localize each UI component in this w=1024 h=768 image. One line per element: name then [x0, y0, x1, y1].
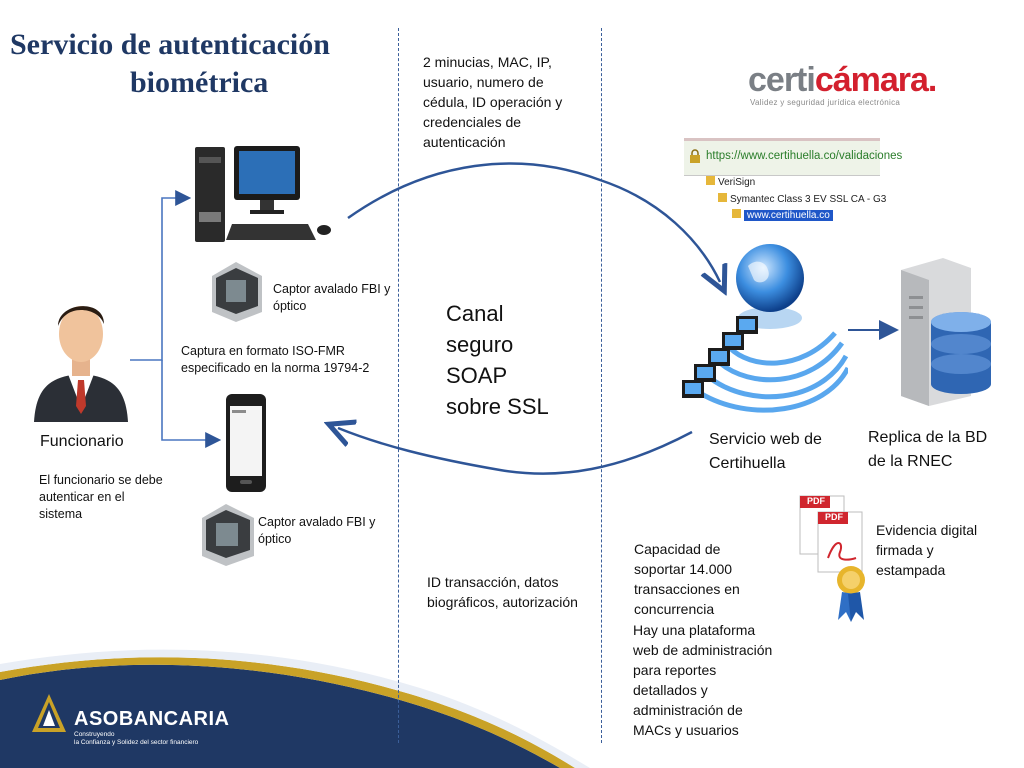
cert-icon — [706, 176, 715, 185]
captor-top-label: Captor avalado FBI y óptico — [273, 281, 390, 315]
label-line: Certihuella — [709, 455, 786, 472]
label-line: Replica de la BD — [868, 429, 988, 446]
page-title: Servicio de autenticación biométrica — [10, 26, 330, 102]
label-line: sistema — [39, 507, 83, 521]
label-line: Captor avalado FBI y — [258, 515, 376, 529]
label-line: soportar 14.000 — [634, 561, 733, 577]
label-line: MACs y usuarios — [633, 722, 739, 738]
label-line: biográficos, autorización — [427, 594, 578, 610]
pdf-badge-1: PDF — [807, 496, 825, 506]
separator-left — [398, 28, 399, 743]
cert-item-2: Symantec Class 3 EV SSL CA - G3 — [718, 193, 886, 205]
request-note: 2 minucias, MAC, IP, usuario, numero de … — [423, 52, 562, 152]
cert-icon — [732, 209, 741, 218]
cert-item-3: www.certihuella.co — [732, 209, 886, 221]
brand-name: ASOBANCARIA — [74, 708, 230, 730]
label-line: óptico — [273, 299, 307, 313]
label-line: web de administración — [633, 642, 773, 658]
label-line: seguro — [446, 332, 514, 357]
logo-part-2: cámara. — [814, 61, 938, 99]
label-line: El funcionario se debe — [39, 473, 163, 487]
url-text: https://www.certihuella.co/validaciones — [706, 150, 903, 162]
cert-chain: VeriSign Symantec Class 3 EV SSL CA - G3… — [706, 176, 886, 221]
brand-tagline-1: Construyendo — [74, 731, 115, 738]
label-line: detallados y — [633, 682, 708, 698]
label-line: ID transacción, datos — [427, 574, 559, 590]
label-line: óptico — [258, 532, 292, 546]
funcionario-label: Funcionario — [40, 433, 124, 450]
evidencia-label: Evidencia digital firmada y estampada — [876, 520, 977, 580]
browser-url-bar: https://www.certihuella.co/validaciones — [684, 138, 902, 176]
label-line: SOAP — [446, 363, 508, 388]
captura-label: Captura en formato ISO-FMR especificado … — [181, 343, 369, 377]
cert-label: Symantec Class 3 EV SSL CA - G3 — [730, 194, 887, 205]
database-server-icon — [901, 258, 991, 406]
label-line: estampada — [876, 562, 946, 578]
logo-tagline: Validez y seguridad jurídica electrónica — [750, 98, 901, 107]
label-line: para reportes — [633, 662, 717, 678]
label-line: transacciones en — [634, 581, 740, 597]
mobile-phone-icon — [226, 394, 266, 492]
canal-label: Canal seguro SOAP sobre SSL — [446, 298, 549, 422]
logo-part-1: certi — [748, 61, 816, 99]
label-line: Evidencia digital — [876, 522, 978, 538]
label-line: Servicio web de — [709, 431, 822, 448]
label-line: sobre SSL — [446, 394, 549, 419]
note-line: autenticación — [423, 134, 506, 150]
note-line: usuario, numero de — [423, 74, 544, 90]
label-line: administración de — [633, 702, 743, 718]
cert-label: VeriSign — [718, 177, 756, 188]
captor-bottom-label: Captor avalado FBI y óptico — [258, 514, 375, 548]
label-line: Capacidad de — [634, 541, 721, 557]
note-line: 2 minucias, MAC, IP, — [423, 54, 552, 70]
funcionario-description: El funcionario se debe autenticar en el … — [39, 472, 163, 523]
separator-right — [601, 28, 602, 743]
label-line: autenticar en el — [39, 490, 125, 504]
plataforma-label: Hay una plataforma web de administración… — [633, 620, 772, 740]
title-line-2: biométrica — [130, 66, 269, 99]
cert-label-selected: www.certihuella.co — [744, 210, 833, 221]
asobancaria-emblem-icon — [32, 694, 66, 732]
label-line: concurrencia — [634, 601, 715, 617]
cert-item-1: VeriSign — [706, 176, 886, 188]
pdf-badge-2: PDF — [825, 512, 843, 522]
lock-icon — [689, 149, 701, 163]
person-avatar-icon — [34, 306, 128, 422]
fingerprint-scanner-icon — [212, 262, 262, 322]
capacidad-label: Capacidad de soportar 14.000 transaccion… — [634, 539, 740, 619]
signed-pdf-icon — [799, 495, 865, 622]
web-service-network-icon — [682, 244, 848, 413]
brand-tagline-2: la Confianza y Solidez del sector financ… — [74, 739, 199, 746]
label-line: Captura en formato ISO-FMR — [181, 344, 345, 358]
servicio-label: Servicio web de Certihuella — [709, 428, 822, 476]
note-line: cédula, ID operación y — [423, 94, 563, 110]
label-line: especificado en la norma 19794-2 — [181, 361, 370, 375]
label-line: Hay una plataforma — [633, 622, 756, 638]
label-line: Canal — [446, 301, 504, 326]
title-line-1: Servicio de autenticación — [10, 28, 330, 61]
fingerprint-scanner-icon — [202, 504, 254, 566]
label-line: firmada y — [876, 542, 934, 558]
certicamara-logo: certicámara. Validez y seguridad jurídic… — [748, 61, 938, 107]
note-line: credenciales de — [423, 114, 522, 130]
cert-icon — [718, 193, 727, 202]
label-line: Captor avalado FBI y — [273, 282, 391, 296]
label-line: de la RNEC — [868, 453, 953, 470]
desktop-computer-icon — [195, 146, 331, 242]
replica-label: Replica de la BD de la RNEC — [868, 426, 987, 474]
response-note: ID transacción, datos biográficos, autor… — [427, 572, 578, 612]
